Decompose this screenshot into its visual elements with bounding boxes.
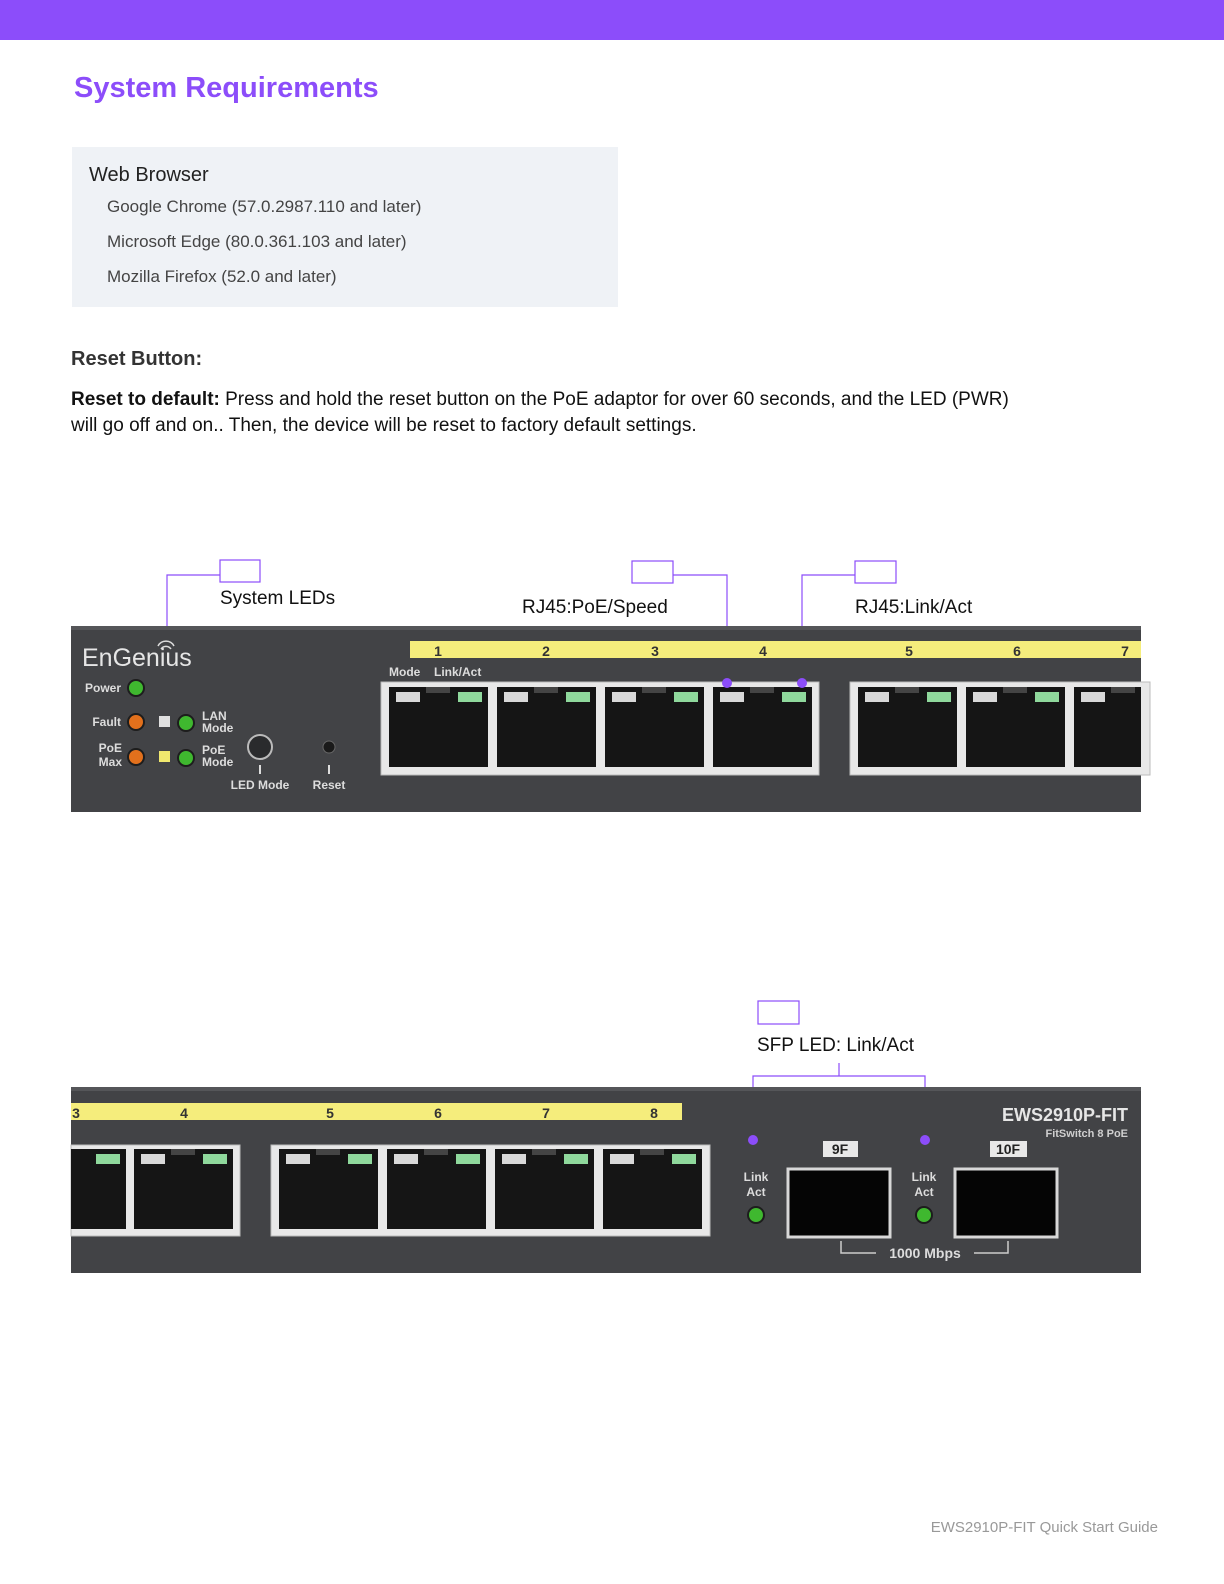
callout-dot — [797, 678, 807, 688]
reset-label: Reset — [313, 778, 346, 792]
led-label-poe-mode: Mode — [202, 755, 234, 769]
port-number-label: 5 — [905, 643, 913, 659]
port-header-linkact: Link/Act — [434, 665, 481, 679]
port-number-label: 8 — [650, 1105, 658, 1121]
sfp-9f-port-icon — [786, 1167, 892, 1239]
port-number-label: 2 — [542, 643, 550, 659]
port-number-label: 1 — [434, 643, 442, 659]
sfp-10f-port-icon — [953, 1167, 1059, 1239]
led-label-lan-mode: Mode — [202, 721, 234, 735]
callout-link-act: RJ45:Link/Act — [855, 597, 973, 618]
port-number-label: 3 — [72, 1105, 80, 1121]
wifi-icon — [157, 640, 175, 650]
front-panel-right-illustration: SFP LED: Link/Act 3 4 5 6 7 8 — [70, 1000, 1141, 1273]
port-number-label: 5 — [326, 1105, 334, 1121]
rj45-port-3-icon — [605, 687, 704, 767]
led-label-power: Power — [85, 681, 121, 695]
led-label-max: Max — [99, 755, 123, 769]
reset-heading: Reset Button: — [71, 348, 203, 370]
lan-mode-led-icon — [177, 714, 195, 732]
port-number-label: 6 — [1013, 643, 1021, 659]
callout-dot — [722, 678, 732, 688]
requirement-item: Mozilla Firefox (52.0 and later) — [107, 267, 337, 286]
page-title: System Requirements — [74, 72, 379, 104]
sfp-port-label: 9F — [832, 1141, 849, 1157]
led-label-poe-2: PoE — [202, 743, 225, 757]
sfp-port-label-box — [990, 1141, 1027, 1157]
rj45-port-4-icon — [134, 1149, 233, 1229]
sfp-port-label-box — [823, 1141, 858, 1157]
rj45-port-6-icon — [966, 687, 1065, 767]
callout-dot — [748, 1135, 758, 1145]
brand-logo: EnGenius — [82, 644, 192, 672]
poe-mode-indicator-icon — [159, 751, 170, 762]
rj45-port-8-icon — [603, 1149, 702, 1229]
callout-sfp-led: SFP LED: Link/Act — [757, 1035, 915, 1056]
reset-paragraph: Reset to default: Press and hold the res… — [71, 387, 1031, 439]
top-accent-bar — [0, 0, 1224, 40]
poe-max-led-icon — [127, 748, 145, 766]
footer-doc-title: EWS2910P-FIT Quick Start Guide — [930, 1519, 1158, 1536]
sfp-act-label: Act — [914, 1185, 933, 1199]
rj45-port-6-icon — [387, 1149, 486, 1229]
sfp-link-label: Link — [744, 1170, 769, 1184]
led-label-lan: LAN — [202, 709, 227, 723]
power-led-icon — [127, 679, 145, 697]
rj45-port-5-icon — [858, 687, 957, 767]
rj45-port-5-icon — [279, 1149, 378, 1229]
port-number-label: 4 — [759, 643, 767, 659]
model-name: EWS2910P-FIT — [1002, 1105, 1128, 1125]
sfp-link-label: Link — [912, 1170, 937, 1184]
sfp-10f-led-icon — [915, 1206, 933, 1224]
requirement-item: Microsoft Edge (80.0.361.103 and later) — [107, 232, 407, 251]
rj45-port-7-icon — [495, 1149, 594, 1229]
reset-pinhole-icon — [322, 740, 336, 754]
reset-lead: Reset to default: — [71, 389, 220, 410]
lan-mode-indicator-icon — [159, 716, 170, 727]
rj45-port-4-icon — [713, 687, 812, 767]
callout-box — [854, 560, 897, 584]
sfp-act-label: Act — [746, 1185, 765, 1199]
sfp-9f-led-icon — [747, 1206, 765, 1224]
rj45-port-3-icon — [71, 1149, 126, 1229]
callout-box — [757, 1000, 800, 1025]
port-number-label: 6 — [434, 1105, 442, 1121]
led-mode-label: LED Mode — [231, 778, 290, 792]
model-subtitle: FitSwitch 8 PoE — [1045, 1128, 1128, 1140]
rj45-port-7-icon — [1074, 687, 1141, 767]
port-header-mode: Mode — [389, 665, 421, 679]
callout-dot — [920, 1135, 930, 1145]
callout-box — [631, 560, 674, 584]
sfp-port-label: 10F — [996, 1141, 1021, 1157]
rj45-port-2-icon — [497, 687, 596, 767]
front-panel-left-illustration: System LEDs RJ45:PoE/Speed RJ45:Link/Act… — [71, 559, 1151, 812]
requirement-item: Google Chrome (57.0.2987.110 and later) — [107, 197, 422, 216]
callout-poe-speed: RJ45:PoE/Speed — [522, 597, 668, 618]
requirements-heading: Web Browser — [89, 164, 209, 186]
reset-text: Press and hold the reset button on the P… — [71, 389, 1009, 436]
port-number-strip — [410, 641, 1141, 658]
poe-mode-led-icon — [177, 749, 195, 767]
front-panel-diagram-right: SFP LED: Link/Act 3 4 5 6 7 8 — [0, 995, 1224, 1285]
port-number-label: 7 — [542, 1105, 550, 1121]
port-number-strip — [71, 1103, 682, 1120]
rj45-port-1-icon — [389, 687, 488, 767]
led-label-poe: PoE — [99, 741, 122, 755]
fault-led-icon — [127, 713, 145, 731]
callout-system-leds: System LEDs — [220, 588, 335, 609]
port-number-label: 3 — [651, 643, 659, 659]
front-panel-diagram-left: System LEDs RJ45:PoE/Speed RJ45:Link/Act… — [0, 540, 1224, 830]
requirements-box: Web Browser Google Chrome (57.0.2987.110… — [72, 147, 618, 307]
led-mode-button-icon — [247, 734, 273, 760]
callout-box — [219, 559, 261, 583]
port-number-label: 7 — [1121, 643, 1129, 659]
port-number-label: 4 — [180, 1105, 188, 1121]
led-label-fault: Fault — [92, 715, 121, 729]
sfp-speed-label: 1000 Mbps — [889, 1245, 961, 1261]
